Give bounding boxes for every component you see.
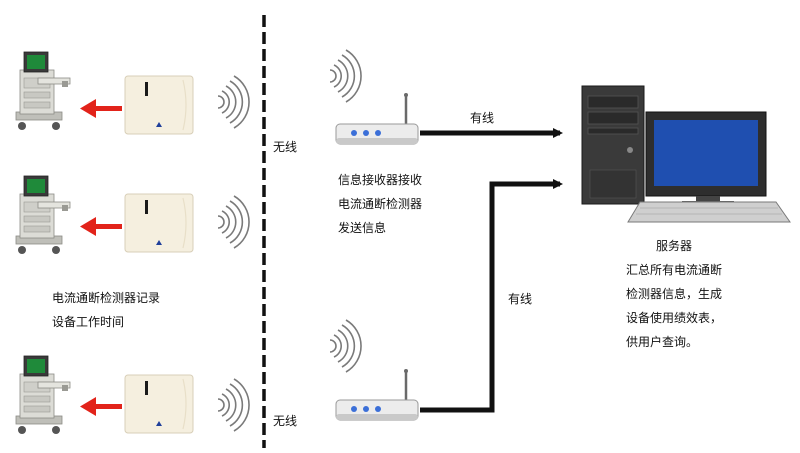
signal-receiver-icon: [334, 367, 420, 422]
wired-label: 有线: [508, 292, 533, 306]
desktop-computer-icon: [581, 85, 791, 223]
wireless-signal-icon: [217, 195, 250, 249]
medical-device-icon: [15, 355, 71, 435]
red-arrow: [80, 99, 122, 118]
current-detector-icon: [124, 193, 194, 253]
detector-description: 电流通断检测器记录 设备工作时间: [52, 291, 161, 329]
medical-device-icon: [15, 51, 71, 131]
receiver-description: 信息接收器接收 电流通断检测器 发送信息: [338, 173, 423, 235]
wireless-label: 无线: [273, 414, 298, 428]
server-description: 服务器 汇总所有电流通断 检测器信息，生成 设备使用绩效表， 供用户查询。: [626, 234, 722, 354]
wireless-signal-icon: [329, 49, 362, 103]
wired-label: 有线: [470, 111, 495, 125]
current-detector-icon: [124, 75, 194, 135]
wireless-signal-icon: [217, 378, 250, 432]
server-title: 服务器: [656, 239, 693, 253]
red-arrow: [80, 217, 122, 236]
wireless-label: 无线: [273, 140, 298, 154]
medical-device-icon: [15, 175, 71, 255]
wireless-signal-icon: [329, 319, 362, 373]
current-detector-icon: [124, 374, 194, 434]
red-arrow: [80, 397, 122, 416]
wireless-signal-icon: [217, 75, 250, 129]
wired-cable-bottom: [420, 179, 563, 413]
